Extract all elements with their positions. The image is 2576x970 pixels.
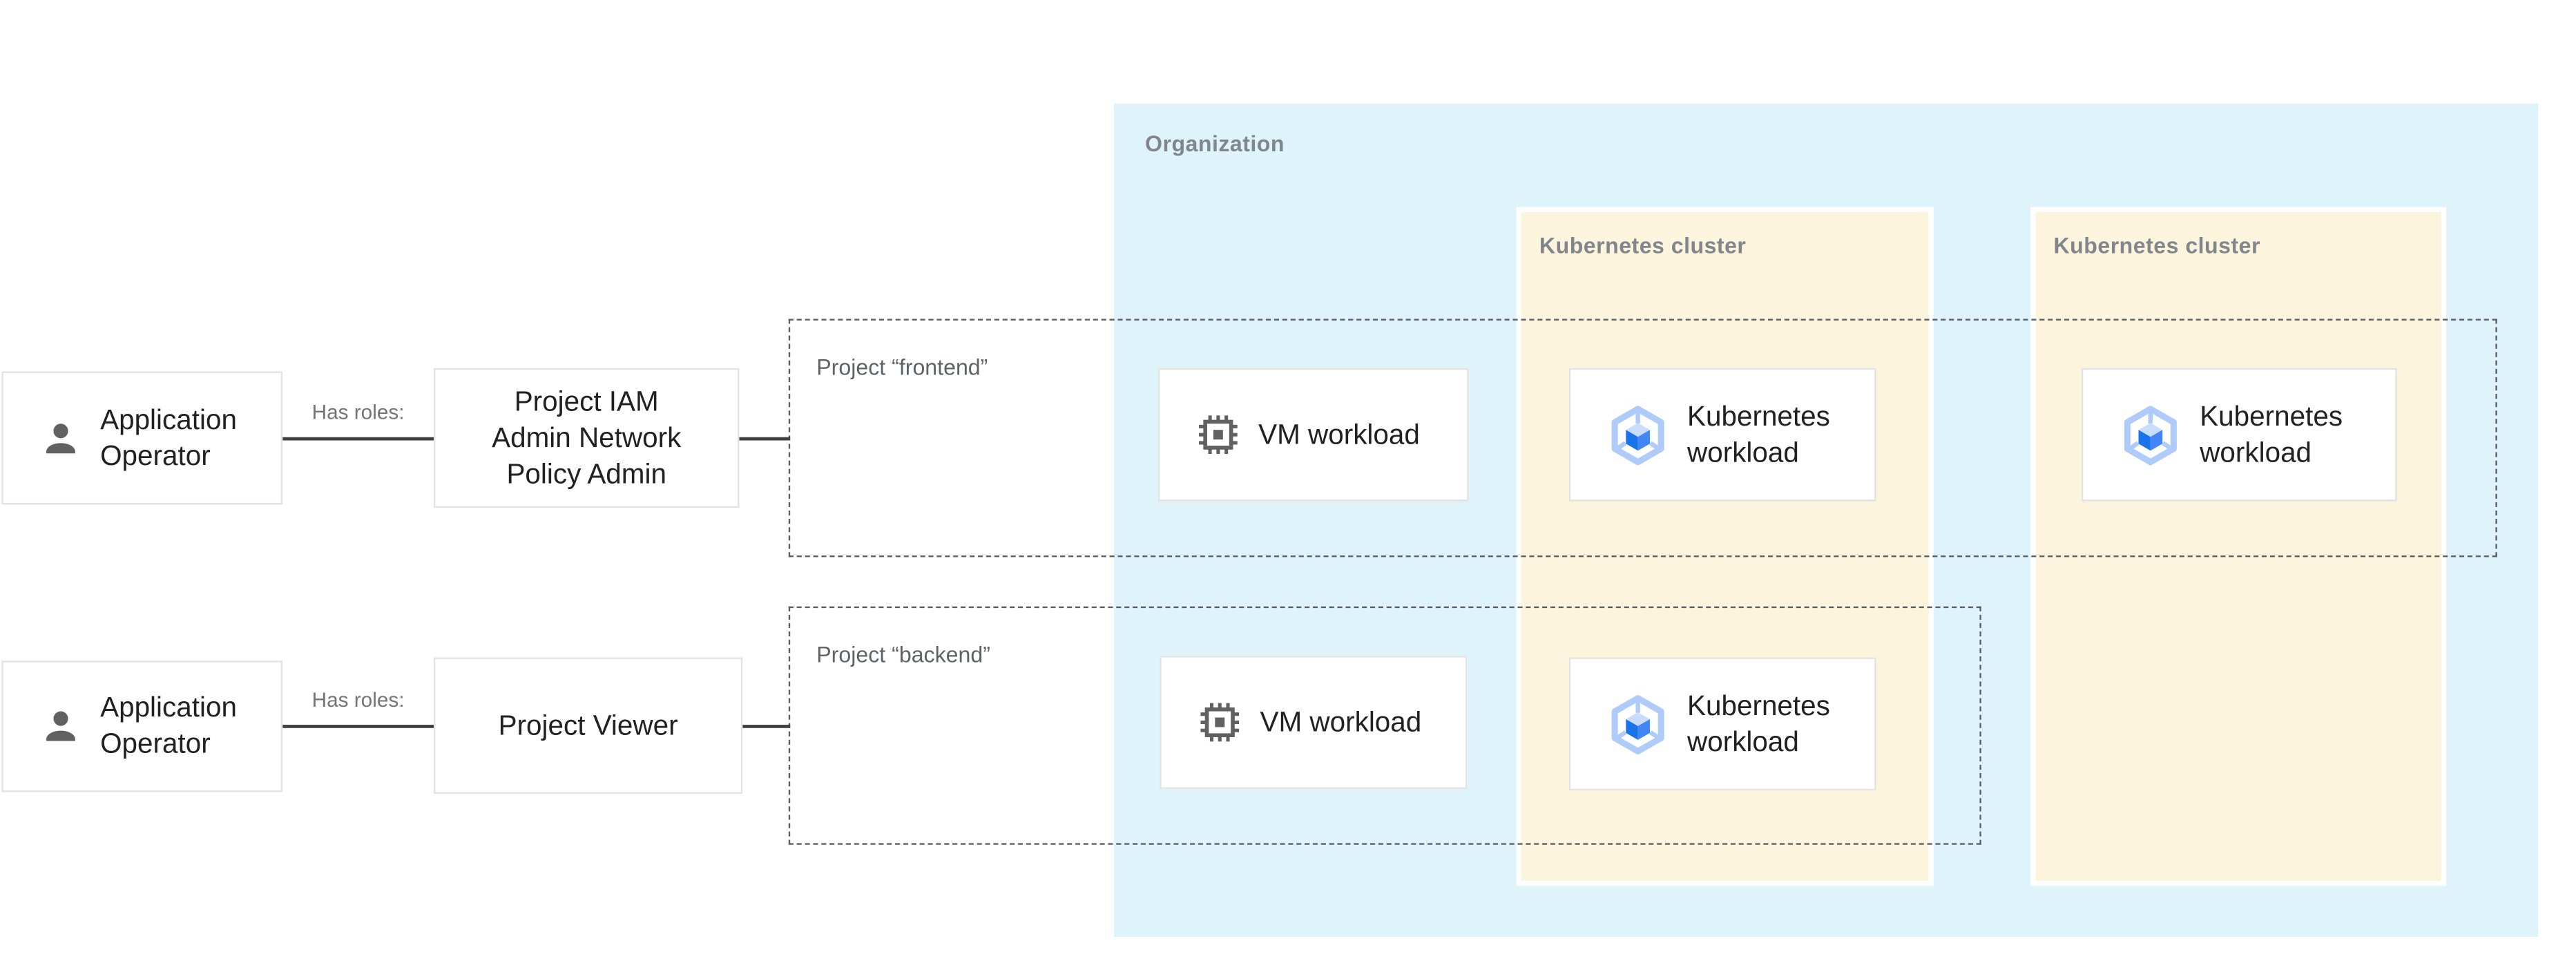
role-label: Project Viewer (498, 709, 678, 741)
connector-line (282, 437, 434, 440)
vm-chip-icon (1199, 415, 1238, 455)
actor-label-line1: Application (100, 692, 237, 723)
role-label-line3: Policy Admin (506, 457, 666, 489)
workload-label-line1: Kubernetes (1687, 400, 1830, 432)
vm-chip-icon (1200, 703, 1240, 742)
role-label-line2: Admin Network (492, 421, 682, 453)
role-project-viewer: Project Viewer (434, 657, 743, 794)
project-frontend-label: Project “frontend” (816, 354, 988, 380)
role-project-iam-admin-network-policy-admin: Project IAM Admin Network Policy Admin (434, 368, 740, 508)
kubernetes-cluster-1-label: Kubernetes cluster (1539, 233, 1747, 258)
actor-label-line2: Operator (100, 439, 211, 471)
workload-vm-backend: VM workload (1160, 656, 1468, 789)
project-backend-label: Project “backend” (816, 643, 990, 667)
workload-k8s-backend-cluster1: Kubernetes workload (1568, 657, 1876, 791)
actor-application-operator-1: Application Operator (1, 371, 283, 505)
kubernetes-cluster-2-label: Kubernetes cluster (2053, 233, 2261, 258)
workload-label: VM workload (1260, 705, 1422, 737)
actor-label-line1: Application (100, 403, 237, 435)
gke-icon (2124, 405, 2177, 465)
actor-label-line2: Operator (100, 728, 211, 760)
role-label: Project IAM Admin Network Policy Admin (492, 383, 681, 492)
person-icon (46, 423, 75, 453)
organization-label: Organization (1145, 131, 1285, 156)
gke-icon (1611, 405, 1664, 465)
gke-icon (1611, 694, 1664, 754)
workload-label: VM workload (1258, 418, 1420, 450)
workload-k8s-frontend-cluster1: Kubernetes workload (1568, 368, 1876, 502)
workload-label-line1: Kubernetes (2200, 400, 2343, 432)
workload-label: Kubernetes workload (1687, 399, 1830, 471)
actor-label: Application Operator (100, 690, 237, 763)
connector-line (739, 437, 791, 440)
workload-vm-frontend: VM workload (1158, 368, 1469, 502)
workload-label-line1: Kubernetes (1687, 689, 1830, 721)
workload-label: Kubernetes workload (1687, 688, 1830, 761)
workload-label-line2: workload (1687, 725, 1799, 757)
role-label-line1: Project IAM (514, 385, 659, 417)
workload-label-line2: workload (2200, 436, 2312, 468)
connector-line (742, 725, 791, 728)
has-roles-label: Has roles: (311, 401, 405, 424)
person-icon (46, 711, 75, 741)
workload-label-line2: workload (1687, 436, 1799, 468)
has-roles-label: Has roles: (311, 688, 405, 712)
connector-line (282, 725, 434, 728)
actor-application-operator-2: Application Operator (1, 660, 283, 792)
workload-label: Kubernetes workload (2200, 399, 2343, 471)
workload-k8s-frontend-cluster2: Kubernetes workload (2081, 368, 2397, 502)
actor-label: Application Operator (100, 402, 237, 475)
